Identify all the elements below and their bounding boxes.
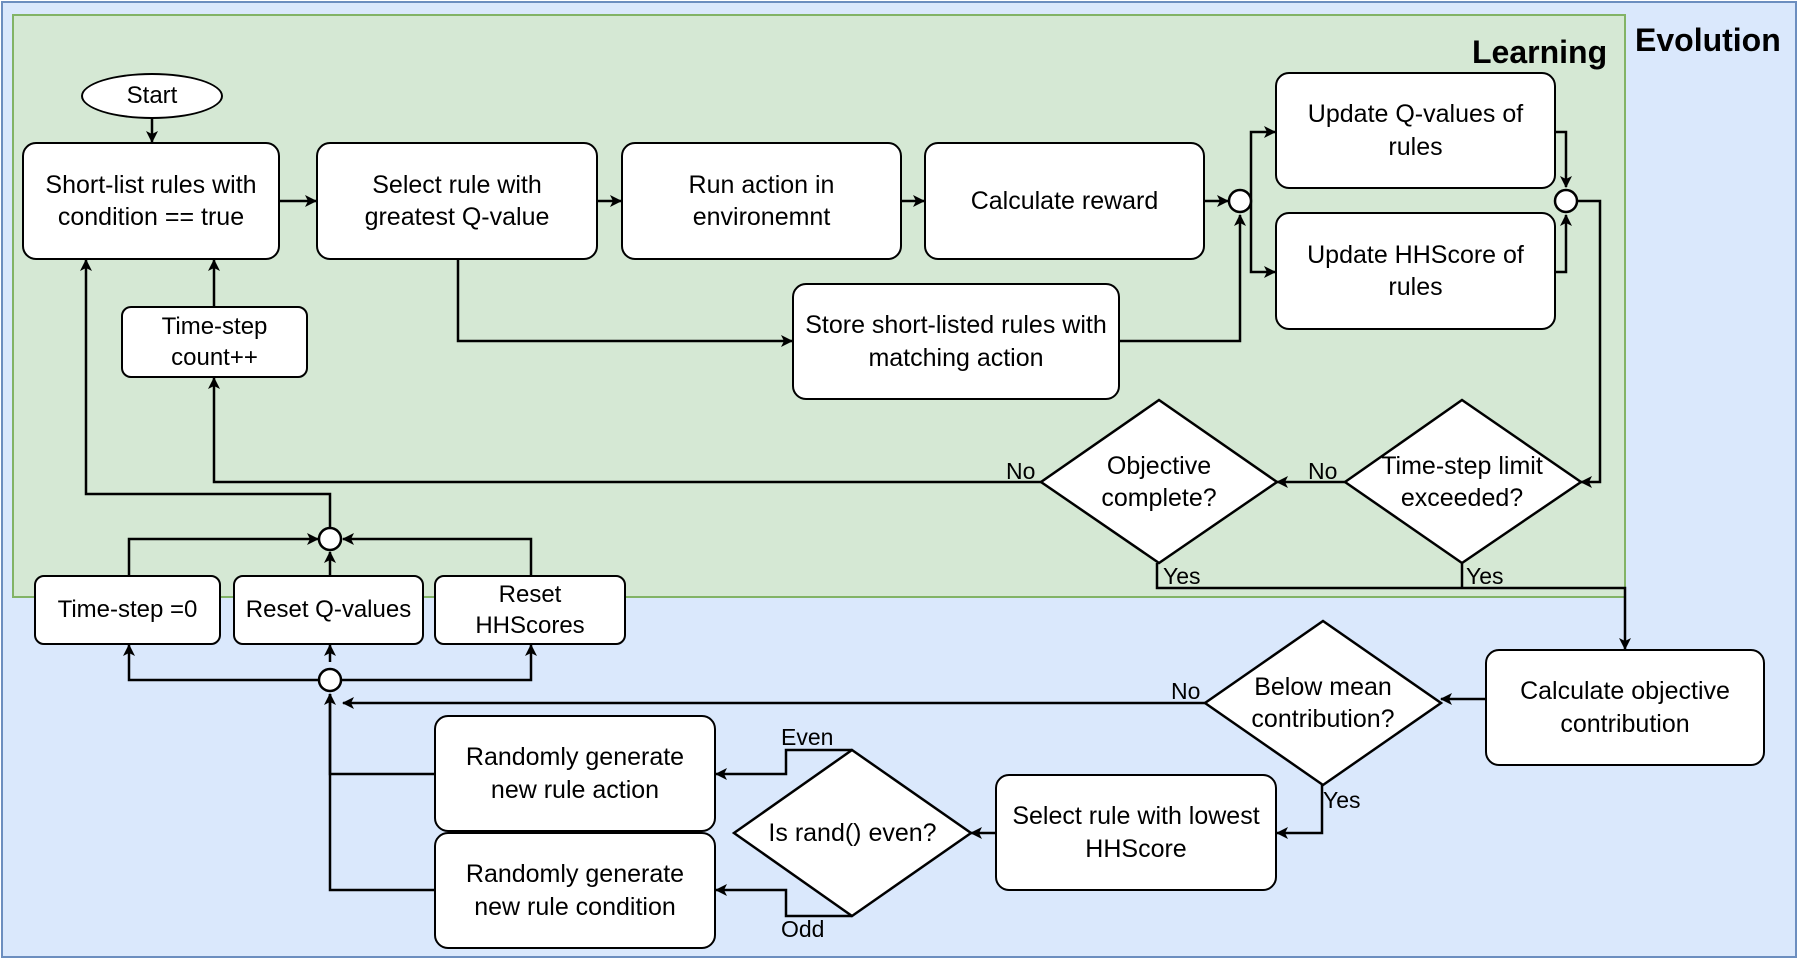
decision-timestep-limit: Time-step limit exceeded?	[1381, 451, 1543, 513]
edge-junction-to-reset-hh	[330, 644, 537, 682]
junction-after-updates	[1553, 188, 1579, 214]
decision-objective-complete: Objective complete?	[1101, 451, 1217, 513]
shortlist-rules-node: Short-list rules with condition == true	[22, 142, 280, 260]
store-shortlisted-rules-node: Store short-listed rules with matching a…	[792, 283, 1120, 400]
junction-after-reward	[1227, 188, 1253, 214]
edge-rand-even-to-gen-action	[715, 748, 852, 780]
decision-below-mean-shape	[1202, 619, 1444, 787]
edge-update-q-to-merge	[1555, 130, 1572, 188]
decision-rand-even: Is rand() even?	[768, 818, 937, 847]
edge-rand-odd-to-gen-condition	[715, 884, 852, 918]
learning-title: Learning	[1472, 34, 1608, 70]
label-no-below-mean: No	[1171, 678, 1201, 704]
edge-yes-to-calc-obj	[1155, 563, 1631, 650]
edge-junction-to-update-hh	[1249, 201, 1276, 278]
select-rule-lowest-hhscore-node: Select rule with lowest HHScore	[995, 774, 1277, 891]
junction-evolution-split	[317, 667, 343, 693]
reset-hhscores-node: Reset HHScores	[434, 575, 626, 645]
edge-junction-to-timestep-zero	[123, 644, 330, 682]
label-yes-objective: Yes	[1163, 563, 1201, 589]
edge-below-mean-yes-to-select-hh	[1276, 785, 1324, 839]
timestep-count-node: Time-step count++	[121, 306, 308, 378]
run-action-node: Run action in environemnt	[621, 142, 902, 260]
decision-below-mean: Below mean contribution?	[1251, 672, 1395, 734]
update-q-values-node: Update Q-values of rules	[1275, 72, 1556, 189]
edge-objective-no-to-count	[208, 377, 1041, 484]
update-hhscore-node: Update HHScore of rules	[1275, 212, 1556, 330]
label-yes-timestep: Yes	[1466, 563, 1504, 589]
edge-reset-junction-to-shortlist	[80, 259, 332, 527]
start-node: Start	[81, 73, 223, 119]
edge-timestep-zero-to-reset-junction	[127, 533, 319, 575]
edge-update-hh-to-merge	[1555, 214, 1572, 274]
calculate-reward-node: Calculate reward	[924, 142, 1205, 260]
junction-reset-merge	[317, 526, 343, 552]
label-odd: Odd	[781, 916, 825, 942]
edge-store-to-junction	[1120, 214, 1246, 343]
calculate-objective-contribution-node: Calculate objective contribution	[1485, 649, 1765, 766]
edge-gen-action-to-junction	[328, 694, 434, 776]
select-rule-greatest-q-node: Select rule with greatest Q-value	[316, 142, 598, 260]
label-yes-below-mean: Yes	[1323, 787, 1361, 813]
timestep-zero-node: Time-step =0	[34, 575, 221, 645]
label-even: Even	[781, 724, 834, 750]
generate-rule-action-node: Randomly generate new rule action	[434, 715, 716, 832]
edge-merge-to-timestep-limit	[1578, 199, 1602, 488]
evolution-title: Evolution	[1635, 22, 1781, 58]
decision-timestep-limit-shape	[1342, 398, 1584, 565]
decision-objective-complete-shape	[1038, 398, 1280, 565]
edge-reset-hh-to-reset-junction	[342, 533, 533, 575]
label-no-objective: No	[1006, 458, 1036, 484]
reset-q-values-node: Reset Q-values	[233, 575, 424, 645]
edge-select-to-store	[456, 260, 793, 347]
edge-junction-to-update-q	[1249, 126, 1276, 201]
label-no-timestep: No	[1308, 458, 1338, 484]
edge-gen-condition-to-junction	[324, 693, 434, 892]
decision-rand-even-shape	[731, 748, 974, 918]
generate-rule-condition-node: Randomly generate new rule condition	[434, 832, 716, 949]
